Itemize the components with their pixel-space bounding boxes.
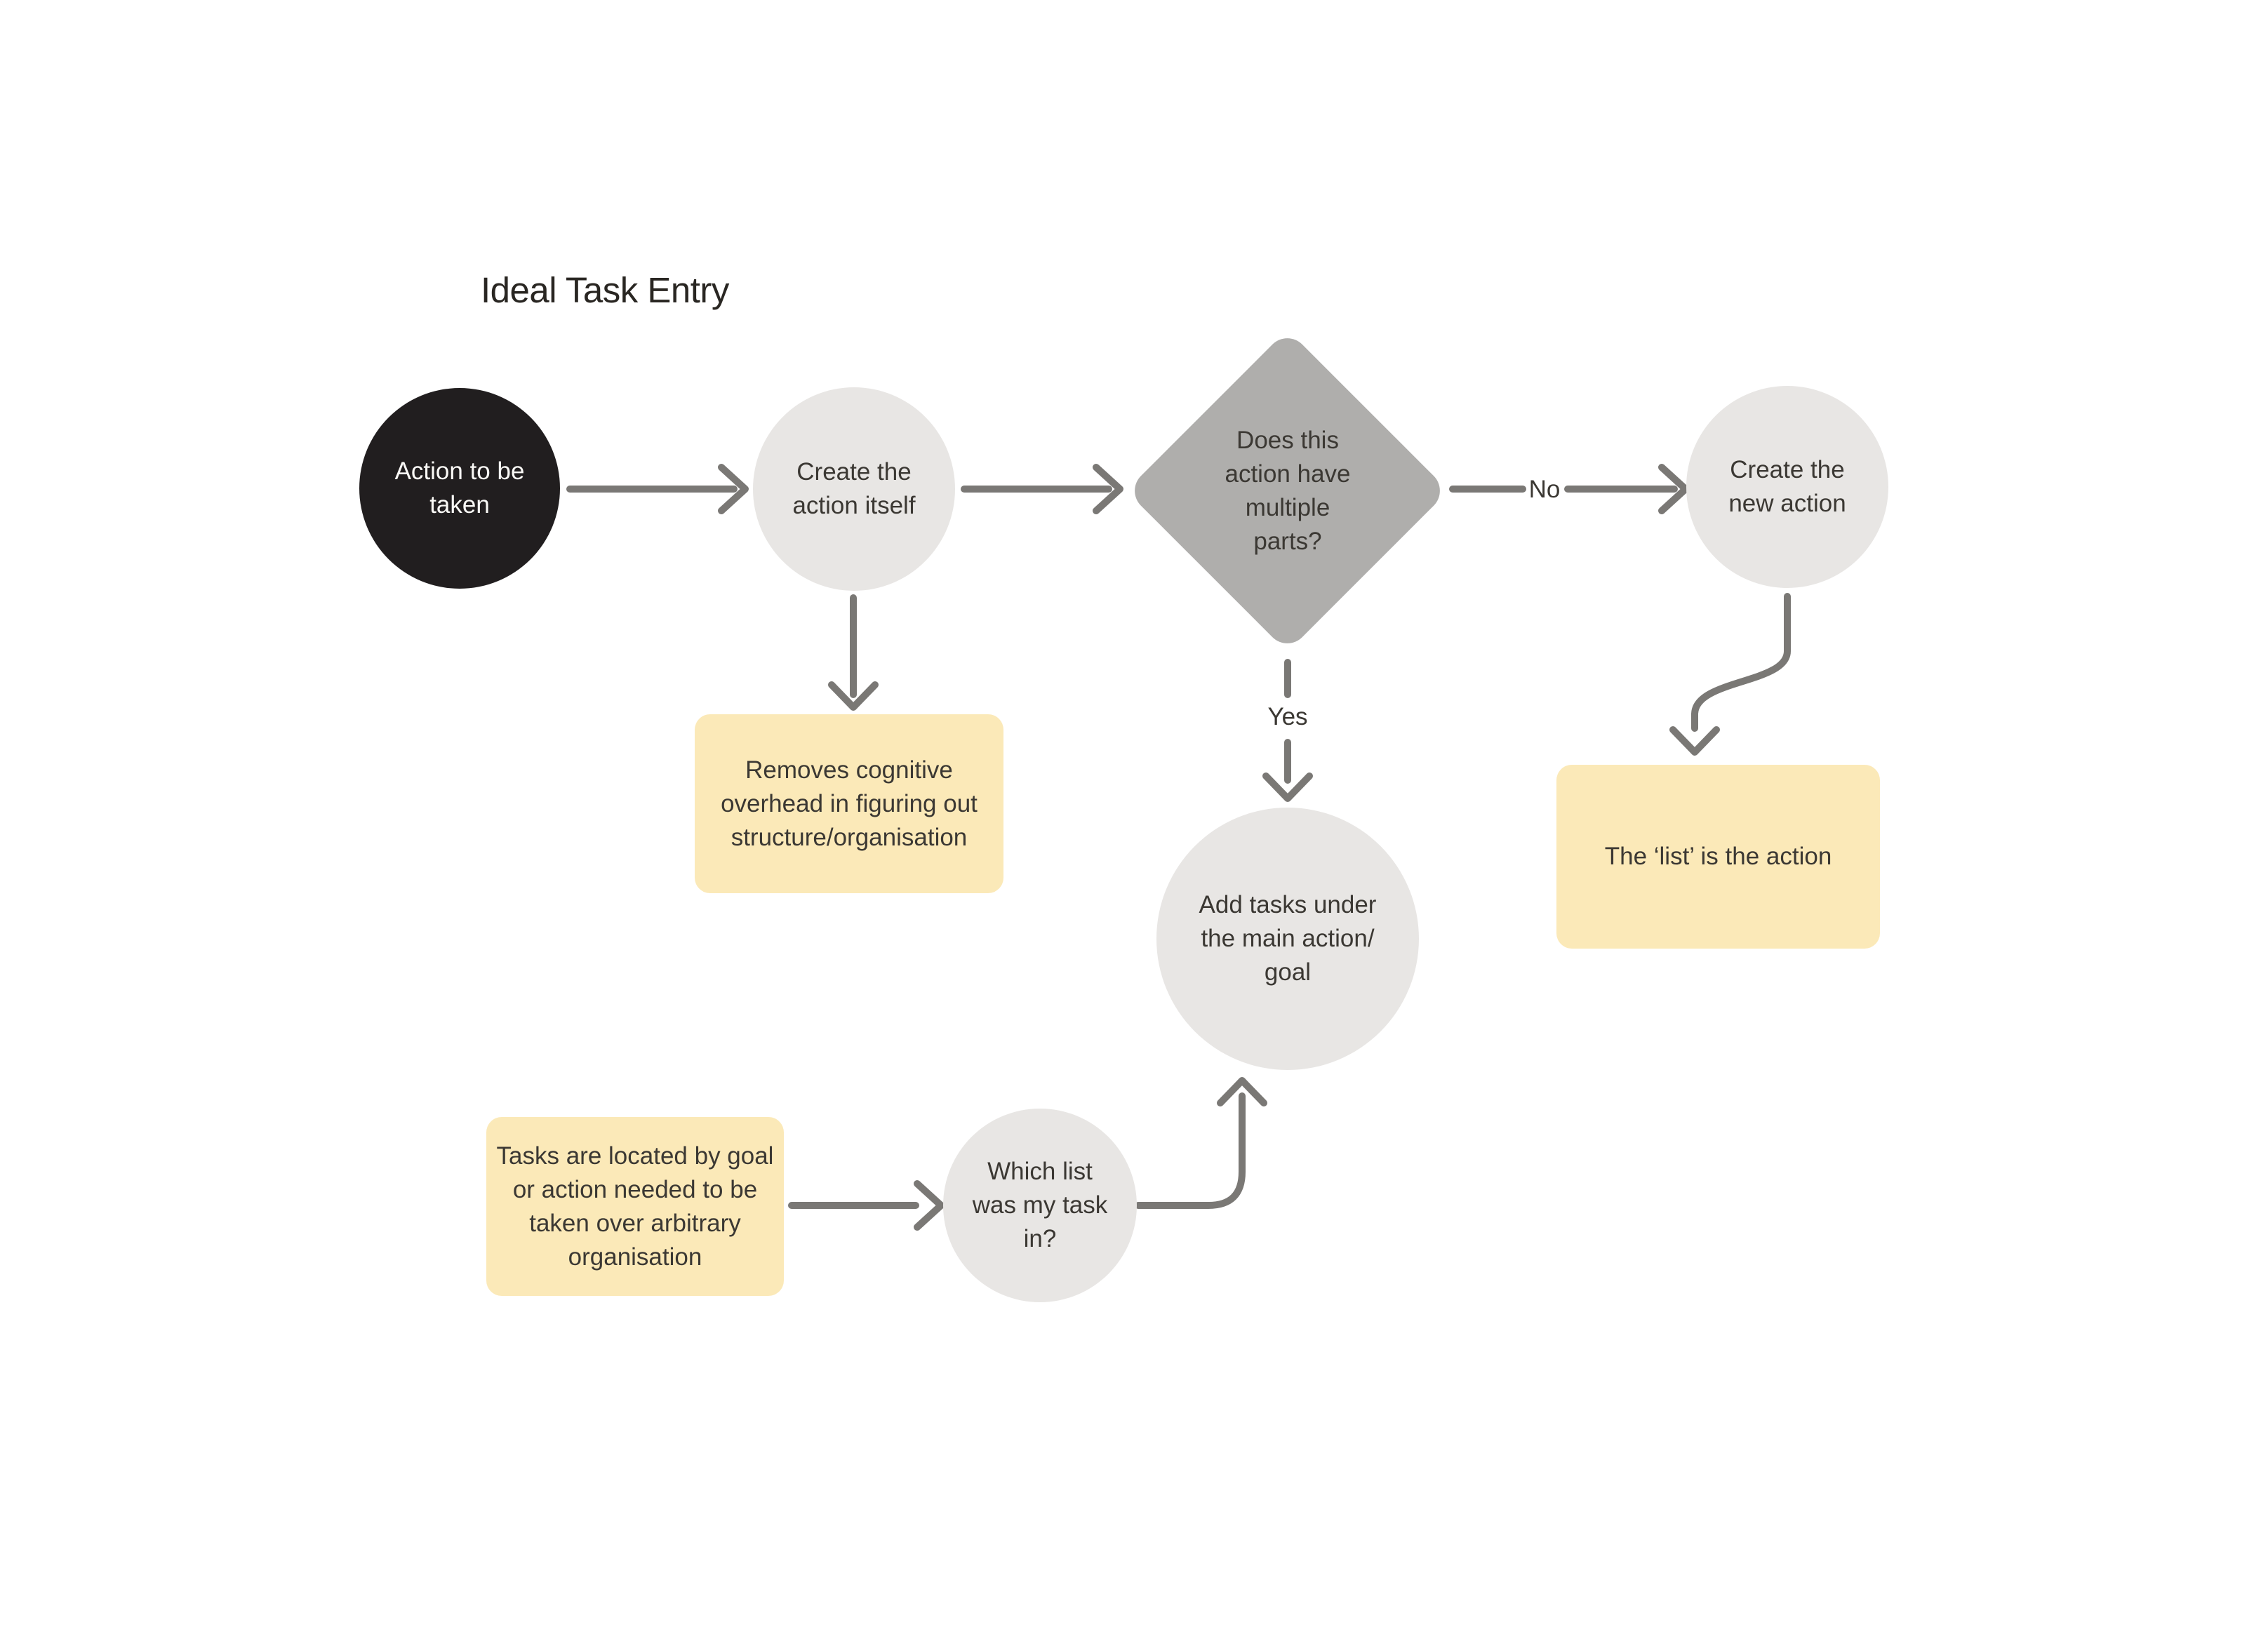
- node-create-the-action-itself: Create the action itself: [753, 387, 955, 591]
- edge-label-no: No: [1528, 476, 1561, 503]
- edge-decision-yes-arrowhead-icon: [1262, 772, 1313, 802]
- note-text-line: taken over arbitrary: [529, 1209, 741, 1237]
- node-label-line: Action to be: [394, 457, 525, 485]
- node-create-the-new-action: Create the new action: [1686, 386, 1888, 588]
- node-label-line: parts?: [1253, 528, 1322, 555]
- note-text-line: organisation: [568, 1243, 702, 1271]
- edge-create-new-to-note-arrowhead-icon: [1669, 726, 1720, 756]
- note-removes-cognitive-overhead: Removes cognitive overhead in figuring o…: [695, 714, 1003, 893]
- node-label-line: action have: [1225, 460, 1351, 488]
- edge-which-list-to-add-tasks: [1135, 1092, 1246, 1209]
- edge-start-to-create-action-arrowhead-icon: [718, 464, 749, 514]
- note-tasks-located-by-goal: Tasks are located by goal or action need…: [486, 1117, 784, 1296]
- edge-which-list-to-add-tasks-arrowhead-icon: [1217, 1077, 1267, 1106]
- node-label-line: multiple: [1245, 494, 1330, 521]
- note-the-list-is-the-action: The ‘list’ is the action: [1556, 765, 1880, 949]
- node-label-line: action itself: [792, 492, 916, 519]
- node-action-to-be-taken: Action to be taken: [359, 388, 560, 589]
- node-label-line: was my task: [972, 1191, 1108, 1219]
- node-label-line: Create the: [1730, 456, 1845, 483]
- node-label-line: in?: [1023, 1225, 1057, 1252]
- edge-decision-no-arrowhead-icon: [1658, 464, 1689, 514]
- edge-create-action-to-decision-arrowhead-icon: [1093, 464, 1123, 514]
- node-label-line: new action: [1728, 490, 1846, 517]
- node-add-tasks-under-main-action: Add tasks under the main action/ goal: [1156, 808, 1419, 1070]
- edge-label-yes: Yes: [1267, 703, 1308, 730]
- node-label-line: Which list: [987, 1158, 1093, 1185]
- node-label-line: Add tasks under: [1199, 891, 1377, 918]
- note-text-line: structure/organisation: [731, 823, 968, 851]
- edge-tasks-note-to-which-list-arrowhead-icon: [914, 1180, 945, 1231]
- node-label-line: goal: [1264, 958, 1312, 986]
- node-label-line: Does this: [1236, 427, 1339, 454]
- note-text-line: overhead in figuring out: [721, 789, 978, 817]
- note-text-line: The ‘list’ is the action: [1604, 843, 1832, 870]
- node-label-line: Create the: [796, 458, 912, 486]
- node-decision-label: Does this action have multiple parts?: [1200, 422, 1375, 560]
- note-text-line: Removes cognitive: [745, 756, 953, 784]
- edge-create-new-to-note: [1691, 593, 1791, 732]
- note-text-line: or action needed to be: [512, 1175, 758, 1203]
- node-which-list-was-my-task-in: Which list was my task in?: [943, 1109, 1137, 1302]
- page-title: Ideal Task Entry: [481, 270, 729, 310]
- node-label-line: the main action/: [1201, 925, 1375, 952]
- node-label-line: taken: [429, 491, 490, 519]
- edge-create-action-to-note-arrowhead-icon: [828, 681, 879, 711]
- note-text-line: Tasks are located by goal: [496, 1142, 774, 1170]
